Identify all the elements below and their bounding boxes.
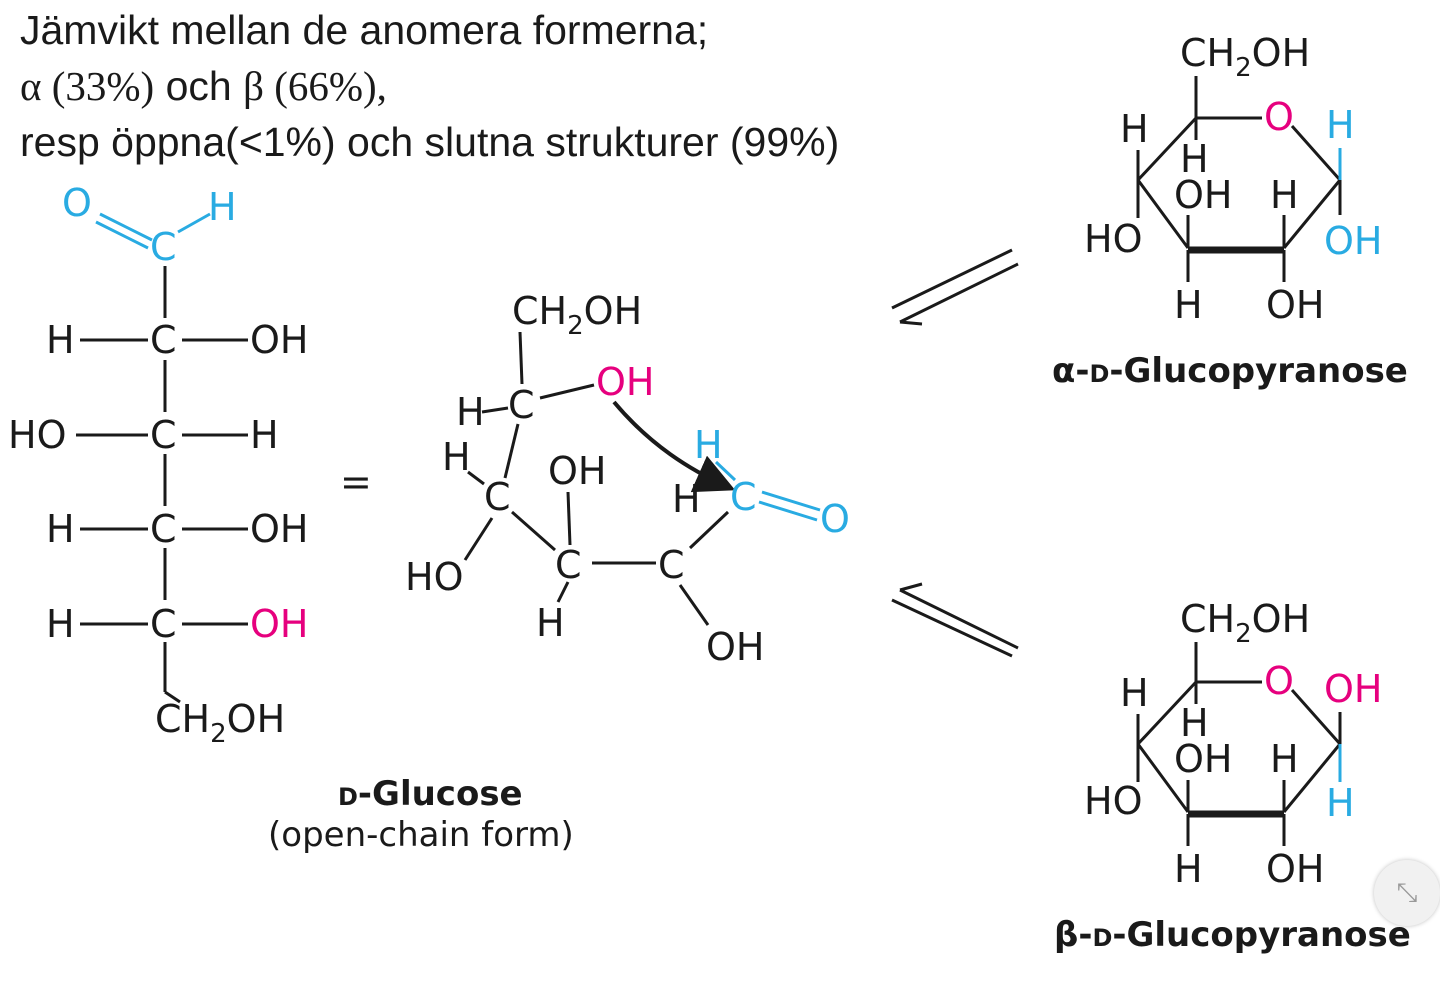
curl-c3-carbon: C bbox=[555, 543, 582, 587]
beta-c2-oh: OH bbox=[1266, 847, 1324, 891]
aldehyde-o-atom: O bbox=[62, 181, 92, 225]
alpha-c4-ho: HO bbox=[1084, 217, 1142, 261]
alpha-glucopyranose-label: α-D-Glucopyranose bbox=[1052, 351, 1408, 391]
beta-percent: β (66%), bbox=[243, 63, 387, 109]
curl-c5-oh: OH bbox=[596, 360, 654, 404]
alpha-c4-h: H bbox=[1120, 107, 1149, 151]
alpha-c1-oh: OH bbox=[1324, 219, 1382, 263]
caption-line-3: resp öppna(<1%) och slutna strukturer (9… bbox=[20, 119, 840, 165]
beta-ring-oxygen: O bbox=[1264, 659, 1294, 703]
beta-glucopyranose-label: β-D-Glucopyranose bbox=[1054, 915, 1411, 955]
beta-c3-oh: OH bbox=[1174, 737, 1232, 781]
alpha-c1-h: H bbox=[1326, 103, 1355, 147]
curl-c3-h: H bbox=[536, 601, 565, 645]
aldehyde-c-atom: C bbox=[150, 225, 177, 269]
alpha-glucopyranose: CH2OH O H HO H OH H H OH H OH α-D-Glucop… bbox=[1052, 31, 1408, 391]
beta-c1-oh: OH bbox=[1324, 667, 1382, 711]
curl-c4-h: H bbox=[442, 435, 471, 479]
open-chain-form-label: (open-chain form) bbox=[268, 815, 574, 855]
collapse-icon[interactable]: ⤡ bbox=[1374, 860, 1440, 926]
c2-carbon: C bbox=[150, 318, 177, 362]
c2-oh: OH bbox=[250, 318, 308, 362]
fischer-projection: O H C H C OH HO C H H C OH H C OH bbox=[8, 181, 308, 749]
c6-ch2oh: CH2OH bbox=[155, 697, 285, 749]
c4-carbon: C bbox=[150, 507, 177, 551]
curl-aldehyde-h: H bbox=[694, 423, 723, 467]
curl-c4-carbon: C bbox=[484, 475, 511, 519]
curled-chain: CH2OH H C OH H C HO OH C H C H OH H C O bbox=[405, 289, 850, 669]
caption-och: och bbox=[154, 63, 244, 109]
curl-c3-oh: OH bbox=[548, 449, 606, 493]
alpha-c3-oh: OH bbox=[1174, 173, 1232, 217]
c5-h: H bbox=[46, 602, 75, 646]
beta-ch2oh: CH2OH bbox=[1180, 597, 1310, 649]
c3-carbon: C bbox=[150, 413, 177, 457]
alpha-c3-h: H bbox=[1174, 283, 1203, 327]
caption-line-2: α (33%) och β (66%), bbox=[20, 58, 839, 114]
alpha-percent: α (33%) bbox=[20, 63, 155, 109]
equilibrium-arrow-alpha bbox=[891, 248, 1019, 326]
c2-h: H bbox=[46, 318, 75, 362]
beta-c2-h: H bbox=[1270, 737, 1299, 781]
beta-c4-h: H bbox=[1120, 671, 1149, 715]
equals-sign: = bbox=[340, 460, 372, 504]
curl-c5-carbon: C bbox=[508, 383, 535, 427]
curl-c5-h: H bbox=[456, 390, 485, 434]
c5-oh: OH bbox=[250, 602, 308, 646]
beta-c3-h: H bbox=[1174, 847, 1203, 891]
curl-aldehyde-c: C bbox=[730, 475, 757, 519]
beta-c4-ho: HO bbox=[1084, 779, 1142, 823]
aldehyde-h-atom: H bbox=[208, 185, 237, 229]
curl-c2-oh: OH bbox=[706, 625, 764, 669]
alpha-c2-h: H bbox=[1270, 173, 1299, 217]
curl-ch2oh: CH2OH bbox=[512, 289, 642, 341]
curl-aldehyde-o: O bbox=[820, 497, 850, 541]
c4-h: H bbox=[46, 507, 75, 551]
alpha-ch2oh: CH2OH bbox=[1180, 31, 1310, 83]
curl-c2-h: H bbox=[672, 477, 701, 521]
curl-c4-ho: HO bbox=[405, 555, 463, 599]
c4-oh: OH bbox=[250, 507, 308, 551]
equilibrium-arrow-beta bbox=[891, 582, 1019, 658]
nucleophilic-attack-arrow bbox=[612, 400, 736, 493]
beta-c1-h: H bbox=[1326, 781, 1355, 825]
alpha-ring-oxygen: O bbox=[1264, 95, 1294, 139]
beta-c5-h: H bbox=[1180, 701, 1209, 745]
alpha-c5-h: H bbox=[1180, 137, 1209, 181]
c3-ho: HO bbox=[8, 413, 66, 457]
caption-line-1: Jämvikt mellan de anomera formerna; bbox=[20, 7, 709, 53]
caption-text: Jämvikt mellan de anomera formerna; α (3… bbox=[20, 2, 839, 170]
d-glucose-label: D-Glucose bbox=[338, 774, 523, 814]
c5-carbon: C bbox=[150, 602, 177, 646]
beta-glucopyranose: CH2OH O H HO H OH H H OH OH H β-D-Glucop… bbox=[1054, 597, 1411, 955]
curl-c2-carbon: C bbox=[658, 543, 685, 587]
c3-h: H bbox=[250, 413, 279, 457]
alpha-c2-oh: OH bbox=[1266, 283, 1324, 327]
